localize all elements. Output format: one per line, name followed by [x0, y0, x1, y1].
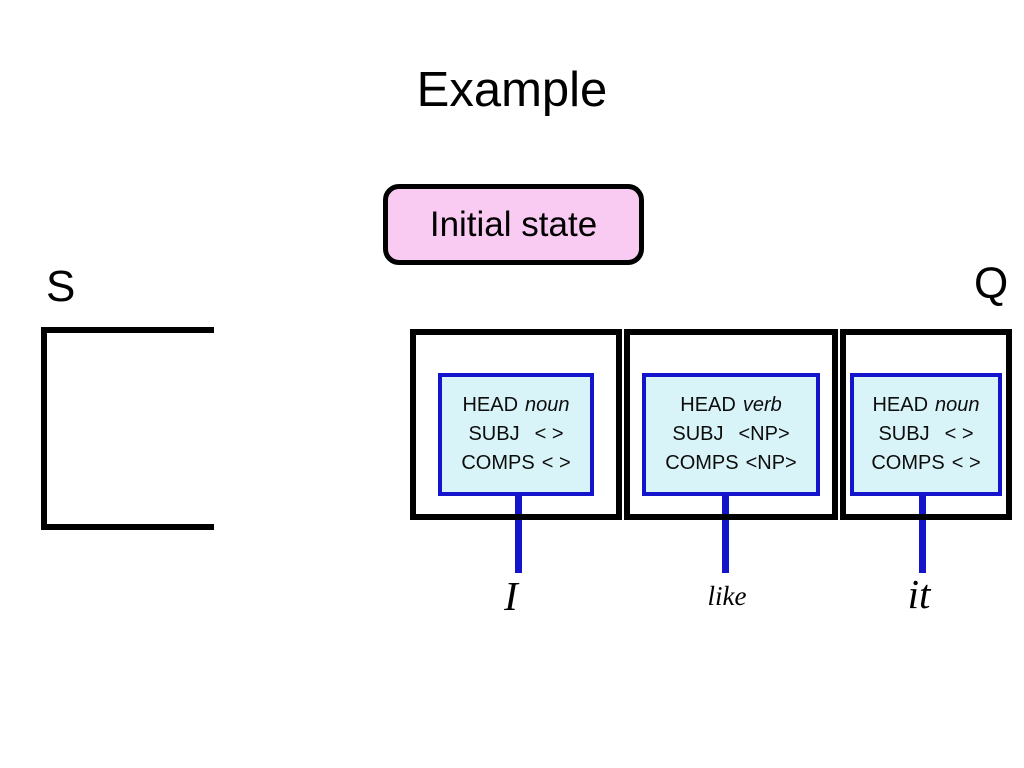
feature-attr: HEAD	[680, 394, 736, 416]
stack-label: S	[46, 262, 76, 311]
feature-attr: HEAD	[872, 394, 929, 416]
feature-row-subj: SUBJ < >	[878, 420, 973, 449]
feature-row-comps: COMPS < >	[871, 449, 980, 478]
word-token-3: it	[907, 571, 931, 617]
feature-structure-3: HEAD noun SUBJ < > COMPS < >	[850, 373, 1002, 496]
word-token-2: like	[707, 581, 747, 611]
feature-attr: COMPS	[871, 452, 945, 474]
queue-cell-1: HEAD noun SUBJ < > COMPS < >	[410, 329, 622, 520]
feature-structure-2: HEAD verb SUBJ <NP> COMPS <NP>	[642, 373, 820, 496]
feature-value: verb	[742, 394, 782, 416]
feature-row-comps: COMPS <NP>	[665, 449, 797, 478]
feature-structure-1: HEAD noun SUBJ < > COMPS < >	[438, 373, 594, 496]
feature-attr: SUBJ	[878, 423, 930, 445]
connector-line-2	[722, 470, 729, 573]
feature-value: < >	[534, 423, 564, 445]
feature-row-comps: COMPS < >	[461, 449, 570, 478]
feature-attr: HEAD	[462, 394, 519, 416]
feature-attr: SUBJ	[468, 423, 520, 445]
initial-state-badge: Initial state	[383, 184, 644, 265]
feature-row-subj: SUBJ < >	[468, 420, 563, 449]
feature-row-head: HEAD noun	[872, 391, 979, 420]
feature-value: noun	[525, 394, 570, 416]
slide-title: Example	[416, 63, 608, 117]
feature-value: <NP>	[738, 423, 790, 445]
queue-label: Q	[974, 259, 1009, 308]
word-token-1: I	[504, 573, 518, 619]
feature-value: < >	[951, 452, 981, 474]
queue-cell-3: HEAD noun SUBJ < > COMPS < >	[840, 329, 1012, 520]
feature-row-subj: SUBJ <NP>	[672, 420, 789, 449]
feature-attr: COMPS	[461, 452, 535, 474]
connector-line-3	[919, 470, 926, 573]
queue-cell-2: HEAD verb SUBJ <NP> COMPS <NP>	[624, 329, 838, 520]
feature-value: noun	[935, 394, 980, 416]
stack-shape	[41, 327, 214, 530]
feature-value: < >	[541, 452, 571, 474]
feature-attr: COMPS	[665, 452, 739, 474]
feature-attr: SUBJ	[672, 423, 724, 445]
feature-value: < >	[944, 423, 974, 445]
feature-value: <NP>	[745, 452, 797, 474]
initial-state-label: Initial state	[429, 204, 598, 244]
connector-line-1	[515, 470, 522, 573]
feature-row-head: HEAD noun	[462, 391, 569, 420]
feature-row-head: HEAD verb	[680, 391, 781, 420]
